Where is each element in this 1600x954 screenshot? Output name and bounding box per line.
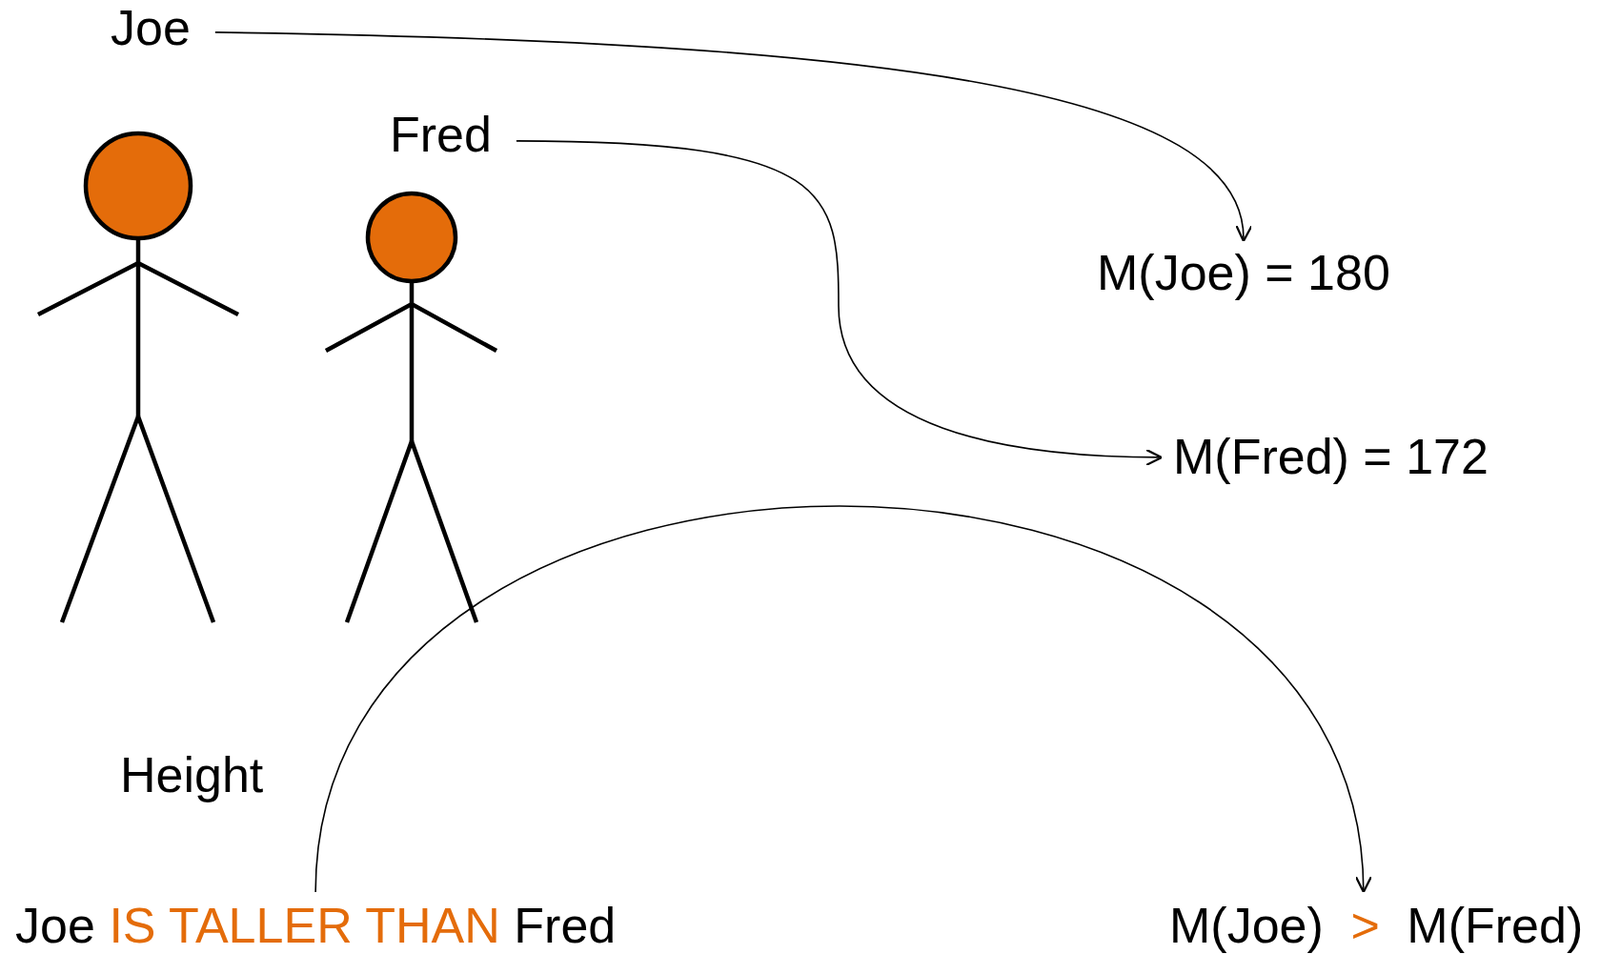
node-text: Fred	[513, 897, 616, 953]
mapping-arrow	[215, 32, 1244, 242]
node-text: M(Fred) = 172	[1173, 428, 1489, 485]
node-text: M(Joe)	[1169, 897, 1324, 953]
text-node: JoeIS TALLER THANFred	[11, 895, 620, 954]
node-text: >	[1350, 897, 1379, 953]
node-text: IS TALLER THAN	[108, 897, 500, 953]
axis-label: Height	[116, 745, 267, 807]
node-text: Joe	[15, 897, 96, 953]
node-text: Fred	[389, 106, 492, 163]
node-text: Joe	[110, 0, 191, 56]
node-text: M(Joe) = 180	[1096, 244, 1391, 301]
mapping-arrow	[516, 141, 1162, 458]
text-node: M(Fred) = 172	[1169, 426, 1493, 488]
tall-figure	[38, 133, 239, 623]
text-node: Fred	[385, 104, 496, 166]
mapping-arrow	[315, 506, 1364, 892]
text-node: M(Joe) = 180	[1093, 243, 1395, 304]
text-node: Joe	[106, 0, 195, 60]
short-figure	[325, 193, 497, 623]
text-node: M(Joe) > M(Fred)	[1165, 895, 1587, 954]
node-text: M(Fred)	[1406, 897, 1583, 953]
